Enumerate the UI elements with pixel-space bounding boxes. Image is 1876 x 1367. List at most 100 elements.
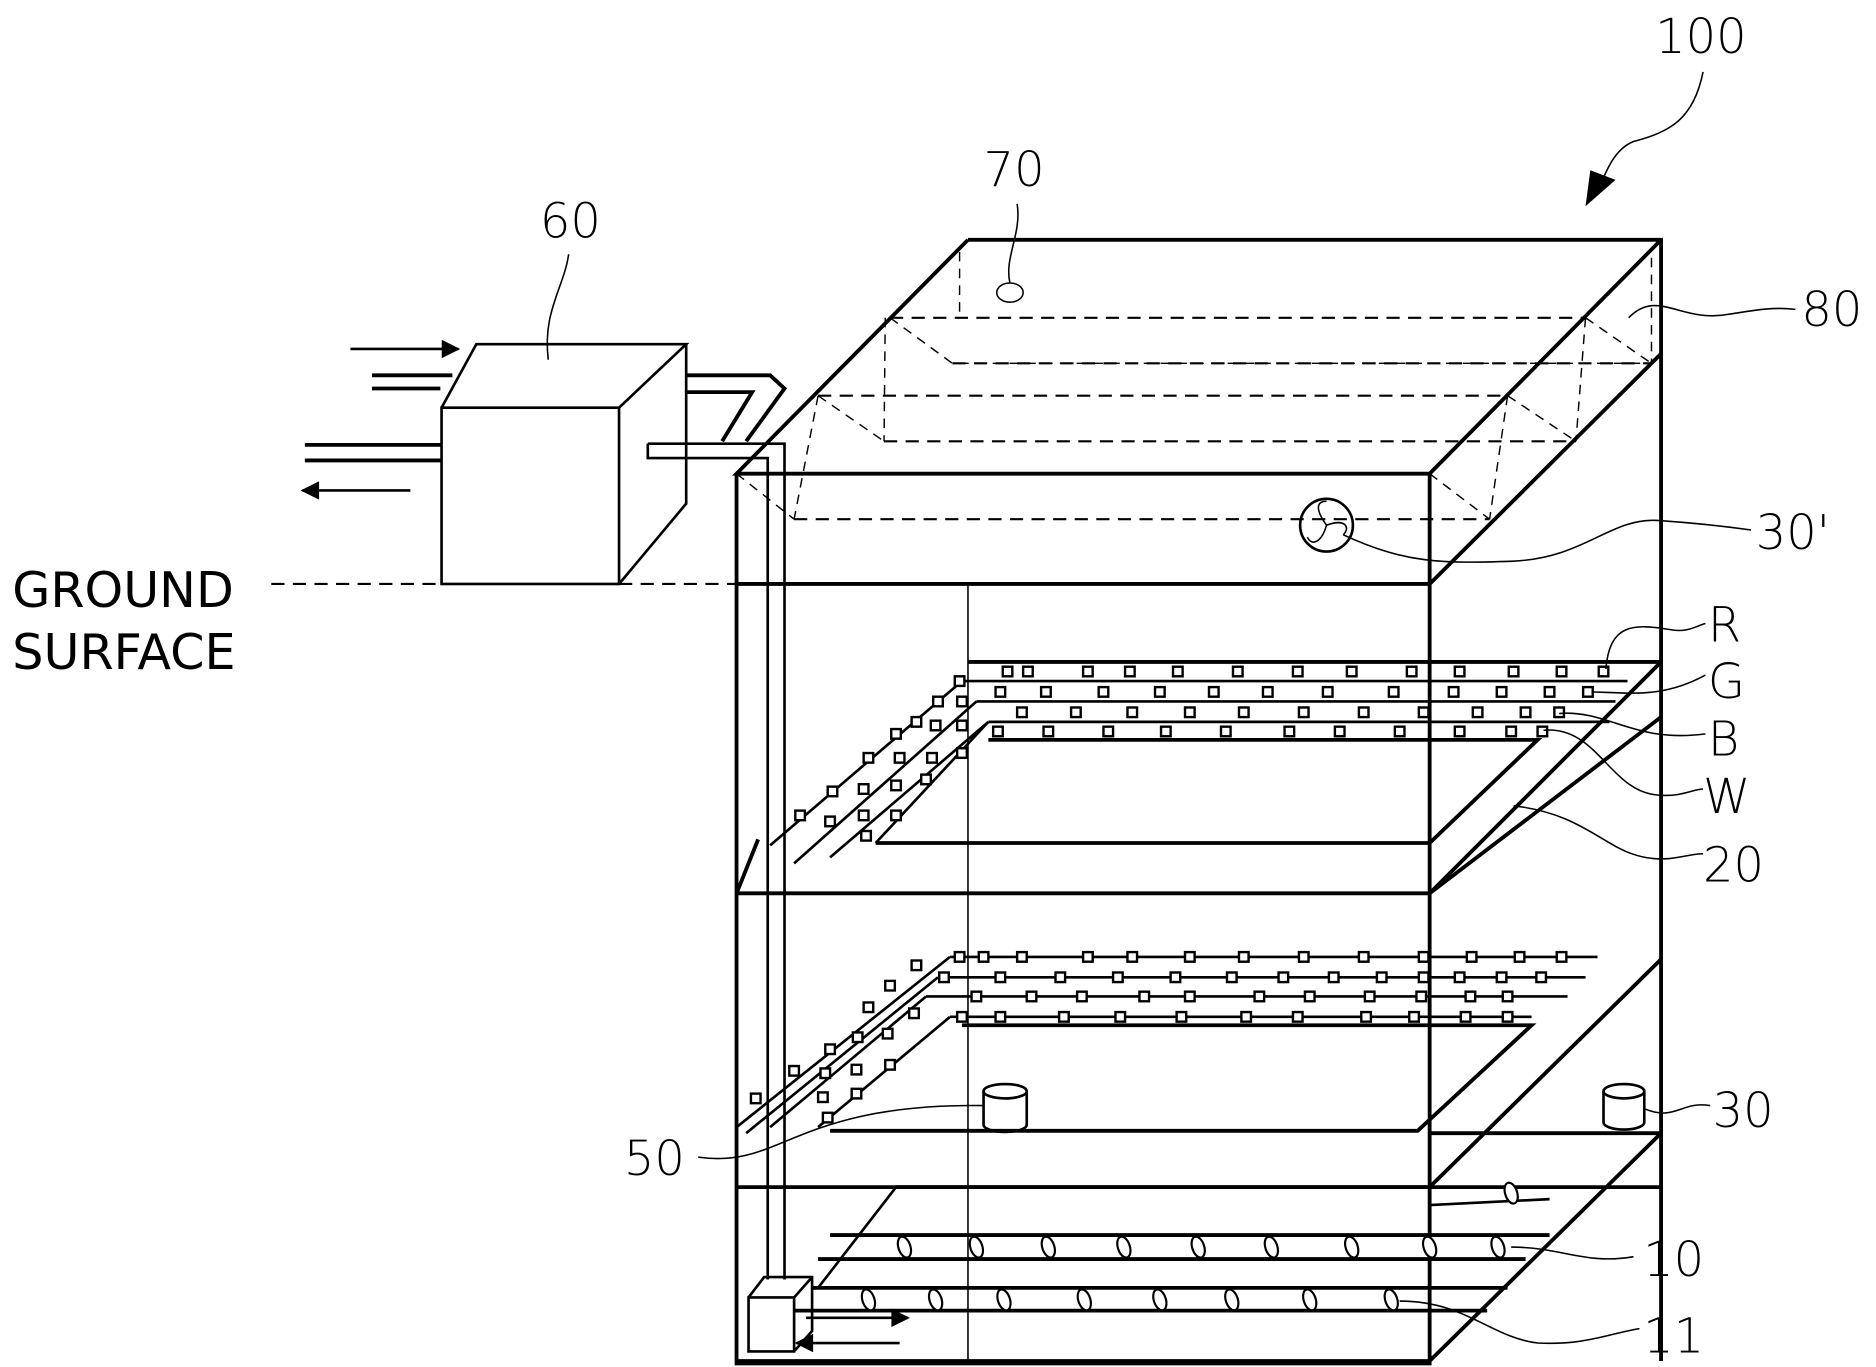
led-icon <box>1581 685 1594 698</box>
led-icon <box>749 1092 762 1105</box>
shelf-lower-opening <box>830 1023 1537 1133</box>
air-hole-icon <box>1344 1235 1360 1259</box>
label-80: 80 <box>1801 282 1862 338</box>
leader-10 <box>1511 1246 1634 1260</box>
led-icon <box>1219 725 1232 738</box>
sensor-cylinder-icon <box>982 1091 1029 1134</box>
led-icon <box>1081 665 1094 678</box>
leader-30prime <box>1342 519 1752 563</box>
led-icon <box>953 675 966 688</box>
led-icon <box>908 1007 921 1020</box>
led-icon <box>884 1058 897 1071</box>
led-icon <box>794 809 807 822</box>
leader-100 <box>1596 71 1704 193</box>
led-icon <box>926 751 938 764</box>
led-icon <box>1543 685 1556 698</box>
led-icon <box>1408 1010 1421 1023</box>
led-icon <box>1126 706 1139 719</box>
label-surface: SURFACE <box>12 623 235 681</box>
air-hole-icon <box>896 1235 913 1259</box>
led-icon <box>1453 665 1466 678</box>
air-hole-icon <box>1076 1288 1092 1312</box>
led-icon <box>850 1087 863 1100</box>
led-icon <box>1360 1010 1373 1023</box>
shelf-upper-20: R G B W 20 <box>734 598 1764 896</box>
led-icon <box>1507 665 1520 678</box>
pump-box <box>747 1275 814 1353</box>
led-icon <box>1495 971 1508 984</box>
led-icon <box>994 1010 1007 1023</box>
led-icon <box>1171 665 1184 678</box>
led-strips-horizontal <box>961 679 1628 724</box>
label-60: 60 <box>540 193 601 249</box>
led-icon <box>1357 950 1370 963</box>
led-icon <box>1291 1010 1304 1023</box>
box-top-side <box>440 342 690 585</box>
led-icon <box>1291 665 1304 678</box>
label-R: R <box>1708 598 1741 654</box>
air-hole-icon <box>927 1288 944 1312</box>
led-icon <box>1015 950 1028 963</box>
led-icon <box>1075 990 1088 1003</box>
led-icon <box>1536 725 1549 738</box>
led-icon <box>857 809 870 822</box>
led-icon <box>955 695 968 708</box>
led-icon <box>955 747 968 760</box>
led-icon <box>1102 725 1115 738</box>
led-icon <box>1283 725 1296 738</box>
led-icon <box>1453 725 1466 738</box>
led-array-lower <box>749 950 1568 1124</box>
led-icon <box>994 685 1007 698</box>
led-icon <box>1417 706 1430 719</box>
shelf-lower <box>735 893 1663 1364</box>
led-icon <box>1114 1010 1127 1023</box>
led-icon <box>1097 685 1110 698</box>
air-hole-icon <box>996 1288 1012 1312</box>
led-icon <box>929 719 942 732</box>
air-hole-icon <box>1190 1235 1206 1259</box>
apparatus-reference: 100 <box>1585 9 1747 207</box>
sensor-50: 50 <box>624 1082 1029 1187</box>
led-icon <box>1015 706 1028 719</box>
cabinet-100: 80 70 30' R G B W 20 <box>624 142 1862 1366</box>
led-icon <box>1555 950 1568 963</box>
led-icon <box>1327 971 1340 984</box>
led-icon <box>851 1031 864 1044</box>
shelf-upper-opening <box>875 737 1543 845</box>
led-icon <box>1495 685 1508 698</box>
led-icon <box>1405 665 1418 678</box>
air-hole-icon <box>1490 1235 1506 1259</box>
label-30prime: 30' <box>1756 505 1830 561</box>
led-icon <box>857 783 870 796</box>
outlet-pipe <box>304 442 442 463</box>
vent-70: 70 <box>984 142 1045 303</box>
led-icon <box>1447 685 1460 698</box>
led-icon <box>1261 685 1274 698</box>
led-icon <box>1303 990 1316 1003</box>
led-strips-diagonal <box>769 680 990 865</box>
return-pipe <box>686 373 788 443</box>
heat-exchanger-60: 60 <box>300 193 788 1280</box>
air-hole-icon <box>1152 1288 1168 1312</box>
air-hole-icon <box>968 1235 985 1259</box>
air-hole-icon <box>1421 1235 1438 1259</box>
led-icon <box>884 979 897 992</box>
air-hole-icon <box>860 1288 877 1312</box>
led-icon <box>955 1010 968 1023</box>
cabinet-front <box>734 473 1432 1366</box>
label-G: G <box>1708 654 1745 710</box>
led-icon <box>1471 706 1484 719</box>
air-pipe-10: 10 11 <box>736 1131 1704 1365</box>
led-icon <box>819 1067 832 1080</box>
led-icon <box>893 751 906 764</box>
arrow-100-icon <box>1585 170 1616 207</box>
led-icon <box>1393 725 1406 738</box>
led-array-upper <box>794 665 1610 842</box>
led-icon <box>1025 990 1038 1003</box>
led-icon <box>824 815 837 828</box>
led-icon <box>1363 990 1376 1003</box>
air-hole-icon <box>1503 1181 1519 1205</box>
led-icon <box>970 990 983 1003</box>
label-100: 100 <box>1655 9 1747 65</box>
